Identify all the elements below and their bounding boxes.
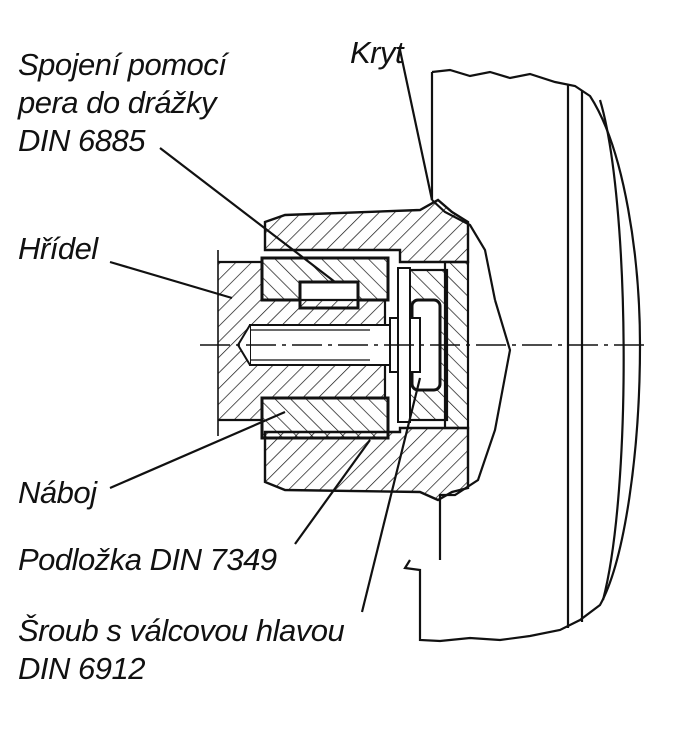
label-screw: Šroub s válcovou hlavou DIN 6912 [18, 612, 345, 688]
key-insert [260, 256, 390, 440]
label-key-connection-line2: pera do drážky [18, 85, 217, 120]
label-screw-line1: Šroub s válcovou hlavou [18, 613, 345, 648]
label-hub: Náboj [18, 475, 97, 510]
label-key-connection-line1: Spojení pomocí [18, 47, 227, 82]
leader-lines [109, 49, 434, 613]
label-shaft: Hřídel [18, 231, 98, 266]
label-key-connection: Spojení pomocí pera do drážky DIN 6885 [18, 46, 227, 160]
label-cover: Kryt [350, 35, 404, 70]
label-key-connection-line3: DIN 6885 [18, 123, 145, 158]
label-screw-line2: DIN 6912 [18, 651, 145, 686]
label-washer: Podložka DIN 7349 [18, 542, 277, 577]
